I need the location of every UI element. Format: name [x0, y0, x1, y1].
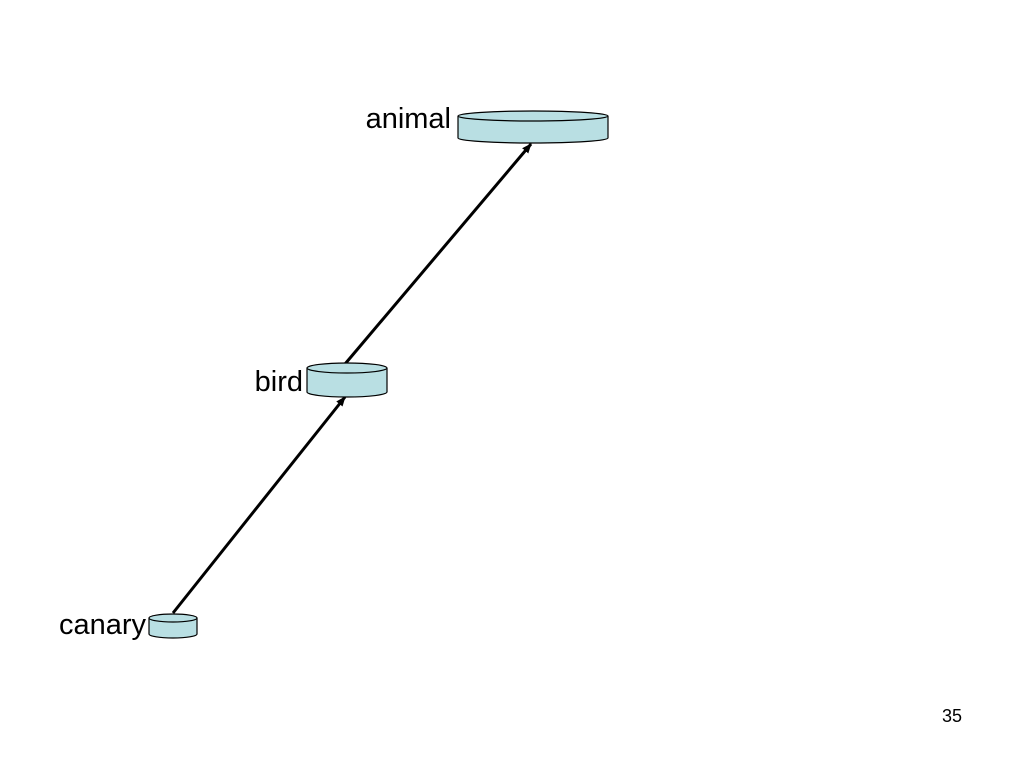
- node-bird: bird: [255, 362, 388, 398]
- node-animal: animal: [366, 103, 609, 144]
- node-canary: canary: [59, 609, 198, 641]
- edge-bird-to-animal: [343, 143, 533, 365]
- page-number: 35: [941, 706, 962, 726]
- node-bird-cylinder: [306, 362, 388, 398]
- node-animal-label: animal: [366, 103, 451, 135]
- edge-canary-to-bird: [171, 396, 347, 614]
- node-canary-cylinder: [148, 613, 198, 639]
- node-canary-label: canary: [59, 609, 147, 641]
- node-animal-cylinder: [457, 110, 609, 144]
- node-bird-label: bird: [255, 366, 303, 398]
